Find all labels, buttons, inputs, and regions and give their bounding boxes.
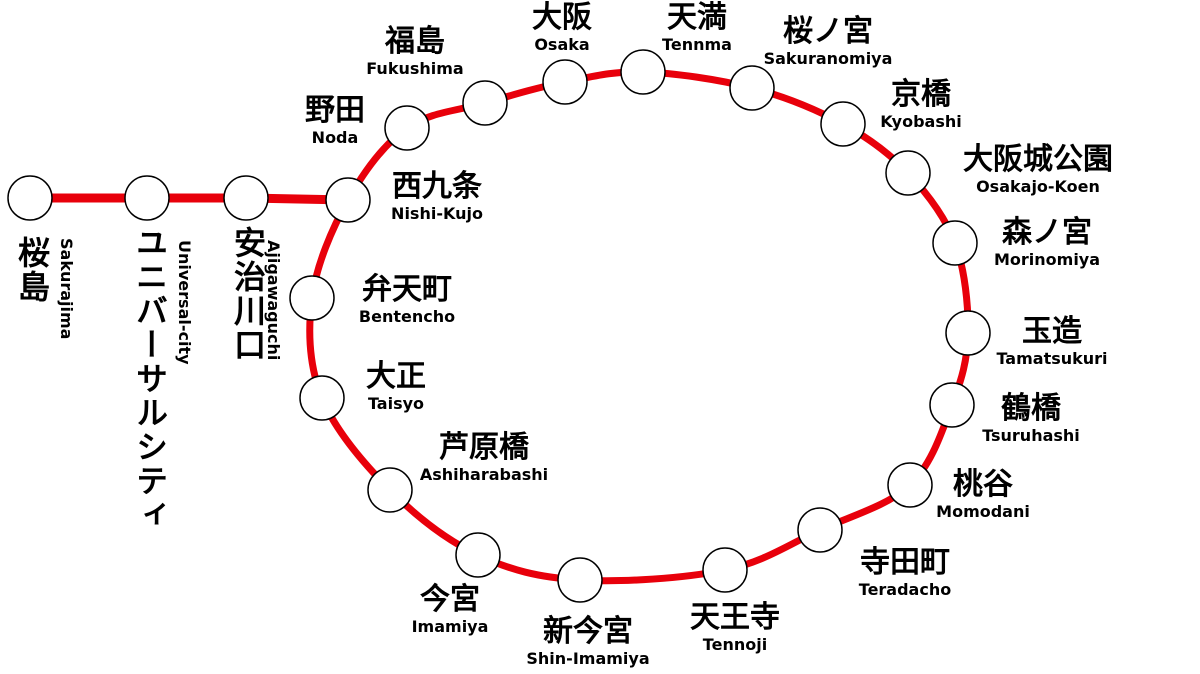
station-name-en: Shin-Imamiya: [526, 649, 650, 668]
station-marker-tennma: [620, 49, 666, 95]
station-marker-ajigawaguchi: [223, 175, 269, 221]
station-name-ja-sakurajima: 桜島: [13, 236, 51, 304]
station-name-ja: 大阪城公園: [963, 142, 1113, 177]
station-name-en: Sakuranomiya: [763, 49, 893, 68]
station-name-ja: 野田: [305, 93, 365, 128]
station-marker-teradacho: [797, 507, 843, 553]
station-marker-sakurajima: [7, 175, 53, 221]
station-name-ja: 芦原橋: [439, 430, 529, 465]
station-name-en-sakurajima: Sakurajima: [57, 238, 76, 340]
station-name-ja: 森ノ宮: [1002, 215, 1092, 250]
station-marker-taisyo: [299, 375, 345, 421]
station-marker-tennoji: [702, 547, 748, 593]
station-name-ja: 桜ノ宮: [783, 14, 873, 49]
station-name-ja: 大阪: [532, 0, 592, 35]
sakurajima-branch-line: [30, 193, 349, 205]
station-name-ja: 弁天町: [361, 272, 452, 307]
station-name-en: Teradacho: [858, 580, 952, 599]
station-name-en: Fukushima: [366, 59, 464, 78]
station-name-ja-ajigawaguchi: 安治川口: [229, 226, 267, 362]
station-name-en: Tsuruhashi: [982, 426, 1080, 445]
station-marker-sakuranomiya: [729, 65, 775, 111]
station-marker-tamatsukuri: [945, 310, 991, 356]
station-name-ja: 大正: [366, 359, 426, 394]
station-name-ja: 鶴橋: [1000, 391, 1061, 426]
station-name-en: Ashiharabashi: [419, 465, 549, 484]
station-name-en: Morinomiya: [993, 250, 1101, 269]
station-marker-ashiharabashi: [367, 467, 413, 513]
station-name-ja: 福島: [384, 24, 445, 59]
station-name-en-universal-city: Universal-city: [175, 240, 194, 365]
station-name-en: Osaka: [534, 35, 590, 54]
station-name-ja: 天王寺: [690, 600, 780, 635]
station-marker-fukushima: [462, 80, 508, 126]
station-name-ja: 新今宮: [542, 614, 633, 649]
station-name-en: Taisyo: [367, 394, 425, 413]
station-name-en: Tennma: [662, 35, 732, 54]
station-name-en: Momodani: [936, 502, 1030, 521]
station-name-ja: 京橋: [890, 77, 951, 112]
station-name-en-ajigawaguchi: Ajigawaguchi: [264, 240, 283, 361]
station-name-ja: 玉造: [1022, 314, 1082, 349]
station-name-ja: 今宮: [420, 582, 480, 617]
station-name-en: Bentencho: [358, 307, 456, 326]
station-name-ja: 西九条: [392, 169, 482, 204]
station-marker-noda: [384, 105, 430, 151]
station-name-en: Noda: [311, 128, 359, 147]
station-name-en: Nishi-Kujo: [391, 204, 483, 223]
station-marker-universal-city: [124, 175, 170, 221]
station-name-ja: 寺田町: [859, 545, 950, 580]
station-marker-bentencho: [289, 275, 335, 321]
station-marker-osakajo-koen: [885, 150, 931, 196]
station-marker-osaka: [542, 59, 588, 105]
station-name-en: Imamiya: [411, 617, 489, 636]
station-marker-momodani: [887, 462, 933, 508]
station-name-en: Osakajo-Koen: [976, 177, 1100, 196]
station-marker-morinomiya: [932, 220, 978, 266]
station-name-en: Tamatsukuri: [996, 349, 1108, 368]
station-marker-shin-imamiya: [557, 557, 603, 603]
station-marker-nishi-kujo: [325, 177, 371, 223]
station-marker-kyobashi: [820, 101, 866, 147]
station-name-en: Kyobashi: [880, 112, 962, 131]
station-name-en: Tennoji: [702, 635, 768, 654]
station-marker-imamiya: [455, 532, 501, 578]
station-marker-tsuruhashi: [929, 382, 975, 428]
station-name-ja: 天満: [666, 0, 727, 35]
station-name-ja-universal-city: ユニバーサルシティ: [131, 226, 169, 532]
station-name-ja: 桃谷: [952, 467, 1013, 502]
